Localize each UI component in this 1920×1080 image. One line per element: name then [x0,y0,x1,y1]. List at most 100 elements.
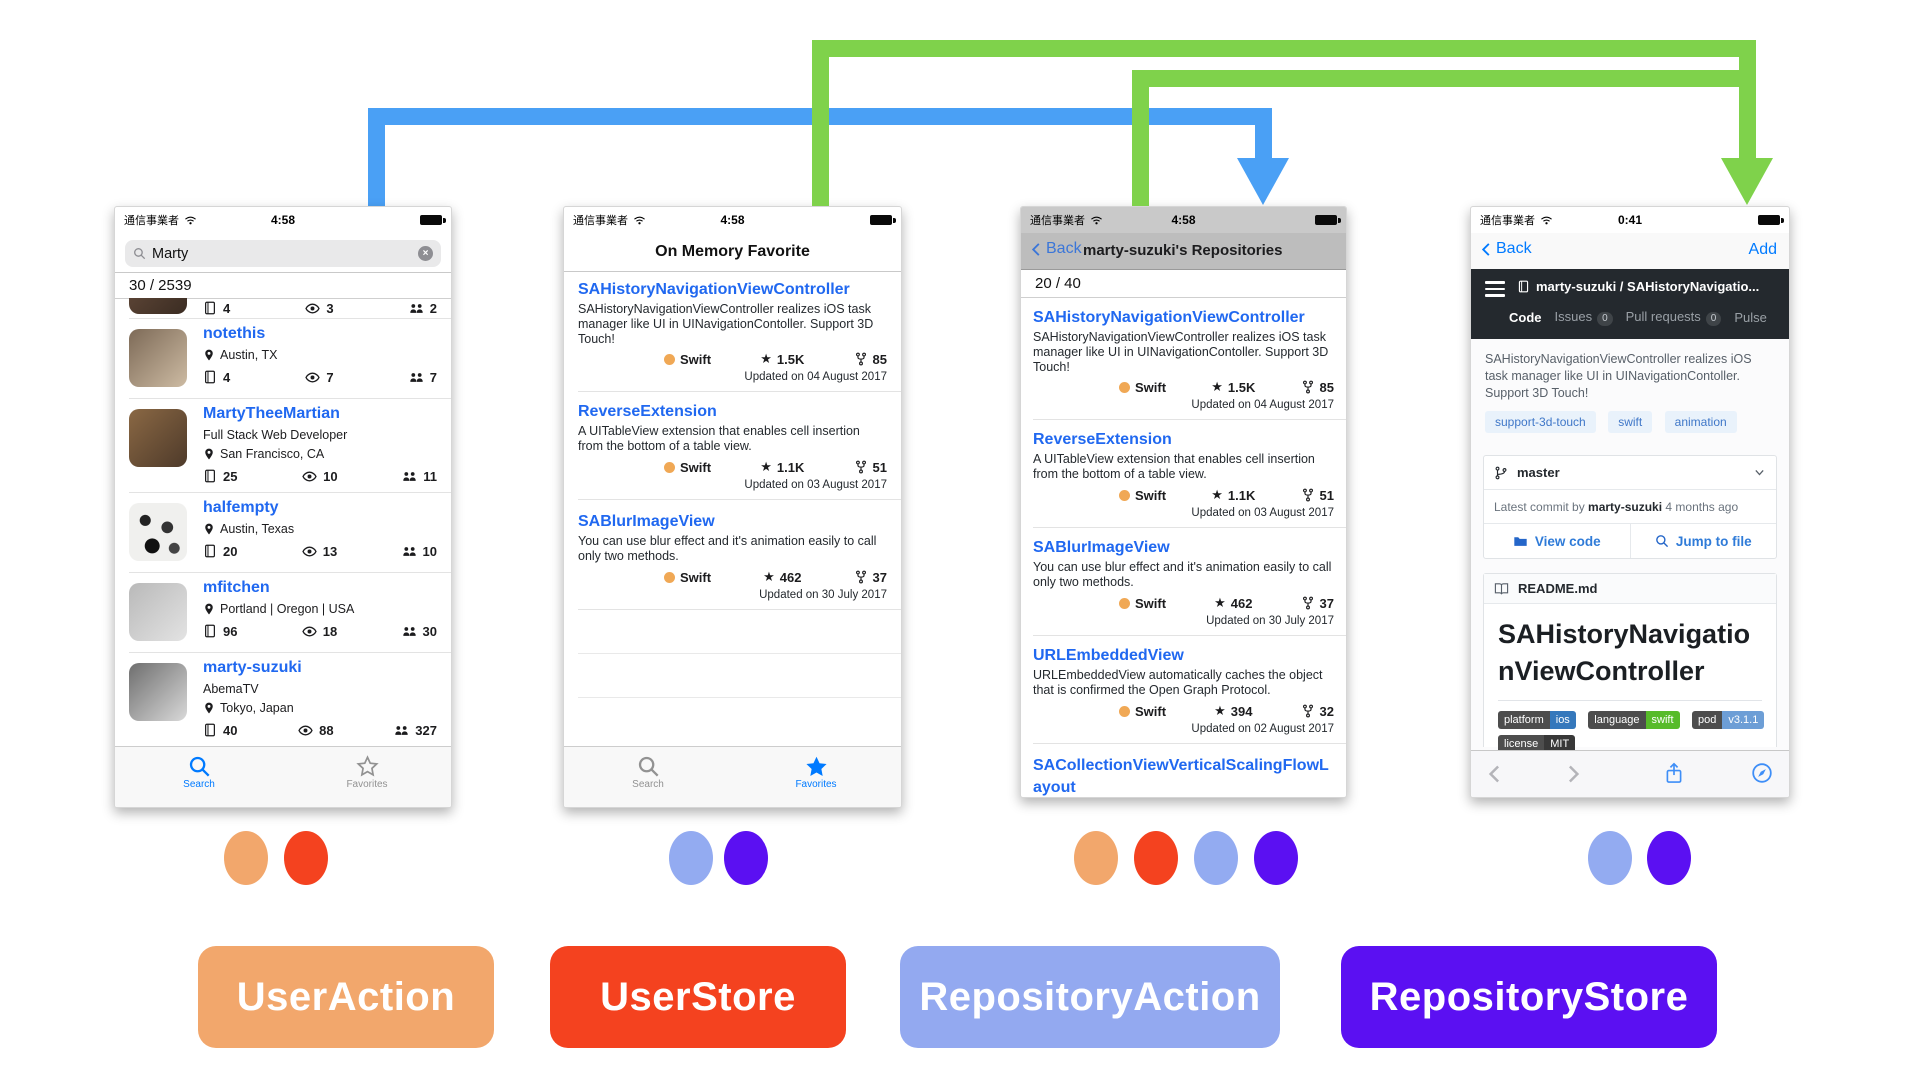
nav-bar: Back Add [1471,233,1789,270]
add-button[interactable]: Add [1748,241,1777,258]
avatar [129,298,187,314]
eye-icon [302,624,317,639]
user-row[interactable]: halfempty Austin, Texas 20 13 10 [115,493,451,573]
legend-label: UserAction [236,974,456,1019]
repo-language: Swift [1135,487,1167,503]
phone-user-search: 通信事業者 4:58 Marty × 30 / 2539 4 3 2 [114,206,452,808]
user-name-link[interactable]: marty-suzuki [203,659,302,676]
user-row[interactable]: notethis Austin, TX 4 7 7 [115,319,451,399]
legend-userstore: UserStore [550,946,846,1048]
search-tab-icon [637,755,660,778]
user-location: Tokyo, Japan [220,701,294,715]
latest-commit-row: Latest commit by marty-suzuki 4 months a… [1484,490,1776,524]
star-count: 462 [1230,595,1253,611]
repo-count: 40 [223,722,238,738]
star-icon: ★ [760,351,772,366]
repo-cell[interactable]: ReverseExtension A UITableView extension… [1033,431,1346,528]
repo-name-link[interactable]: SACollectionViewVerticalScalingFlowLayou… [1033,757,1329,796]
legend-label: RepositoryStore [1369,974,1689,1019]
star-icon: ★ [760,459,772,474]
repo-cell[interactable]: SAHistoryNavigationViewController SAHist… [578,281,901,392]
user-row[interactable]: mfitchen Portland | Oregon | USA 96 18 3… [115,573,451,653]
browser-back-icon[interactable] [1485,764,1505,784]
repo-updated: Updated on 03 August 2017 [1191,507,1334,519]
follower-count: 30 [422,623,437,639]
folder-icon [1513,534,1528,549]
eye-icon [298,723,313,738]
fork-icon [1301,488,1315,502]
fork-icon [1301,596,1315,610]
user-row[interactable]: MartyTheeMartian Full Stack Web Develope… [115,399,451,493]
repo-name-link[interactable]: SABlurImageView [578,513,715,530]
repo-description: You can use blur effect and it's animati… [1033,560,1332,589]
repo-cell[interactable]: ReverseExtension A UITableView extension… [578,403,901,500]
book-open-icon [1494,581,1509,596]
repo-name-link[interactable]: URLEmbeddedView [1033,647,1184,664]
readme-header[interactable]: README.md [1484,574,1776,604]
hamburger-menu-icon[interactable] [1485,281,1505,297]
repo-cell[interactable]: SABlurImageView You can use blur effect … [1033,539,1346,636]
repo-count: 4 [223,369,231,385]
arrow-green-head [1721,158,1773,205]
star-tab-icon [356,755,379,778]
back-button[interactable]: Back [1029,240,1082,258]
repo-cell[interactable]: SABlurImageView You can use blur effect … [578,513,901,610]
user-name-link[interactable]: notethis [203,325,266,342]
fork-count: 51 [872,459,887,475]
repo-updated: Updated on 04 August 2017 [744,371,887,383]
empty-row-separator [578,653,901,654]
repo-path[interactable]: marty-suzuki / SAHistoryNavigatio... [1536,279,1760,294]
browser-toolbar [1471,750,1789,797]
topic-tag[interactable]: swift [1608,411,1653,433]
location-pin-icon [203,349,215,361]
star-icon: ★ [1214,595,1226,610]
view-code-button[interactable]: View code [1484,524,1631,558]
fork-icon [1301,380,1315,394]
repo-name-link[interactable]: SABlurImageView [1033,539,1170,556]
tab-search[interactable]: Search [603,755,693,790]
browser-forward-icon[interactable] [1563,764,1583,784]
legend-label: UserStore [600,974,796,1019]
back-button[interactable]: Back [1479,240,1532,258]
phone-repo-detail: 通信事業者 0:41 Back Add marty-suzuki / SAHis… [1470,206,1790,798]
fork-count: 37 [872,569,887,585]
repo-description: SAHistoryNavigationViewController realiz… [1485,352,1752,400]
battery-icon [1315,215,1341,225]
jump-to-file-button[interactable]: Jump to file [1631,524,1777,558]
repo-cell[interactable]: URLEmbeddedView URLEmbeddedView automati… [1033,647,1346,744]
repo-cell[interactable]: SAHistoryNavigationViewController SAHist… [1033,309,1346,420]
repo-cell-partial[interactable]: SACollectionViewVerticalScalingFlowLayou… [1033,755,1334,797]
share-icon[interactable] [1663,762,1685,784]
topic-tag[interactable]: support-3d-touch [1485,411,1596,433]
repo-name-link[interactable]: SAHistoryNavigationViewController [578,281,850,298]
tab-favorites[interactable]: Favorites [771,755,861,790]
user-row[interactable]: marty-suzuki AbemaTV Tokyo, Japan 40 88 … [115,653,451,747]
repo-description: URLEmbeddedView automatically caches the… [1033,668,1323,697]
topic-tag[interactable]: animation [1664,411,1737,433]
tab-pulse[interactable]: Pulse [1734,310,1767,325]
repo-name-link[interactable]: SAHistoryNavigationViewController [1033,309,1305,326]
tab-code[interactable]: Code [1509,310,1542,325]
tab-search[interactable]: Search [154,755,244,790]
clear-search-icon[interactable]: × [418,246,433,261]
safari-compass-icon[interactable] [1751,762,1773,784]
flow-dot-useraction [224,831,268,885]
repo-name-link[interactable]: ReverseExtension [578,403,717,420]
user-name-link[interactable]: MartyTheeMartian [203,405,340,422]
user-name-link[interactable]: mfitchen [203,579,270,596]
eye-icon [305,370,320,385]
legend-repositoryaction: RepositoryAction [900,946,1280,1048]
search-input[interactable]: Marty × [125,240,441,267]
tab-favorites[interactable]: Favorites [322,755,412,790]
user-name-link[interactable]: halfempty [203,499,279,516]
repo-name-link[interactable]: ReverseExtension [1033,431,1172,448]
repo-language: Swift [680,459,712,475]
result-count-row: 30 / 2539 [115,273,451,299]
branch-selector[interactable]: master [1484,456,1776,490]
user-row-partial[interactable]: 4 3 2 [115,298,451,319]
